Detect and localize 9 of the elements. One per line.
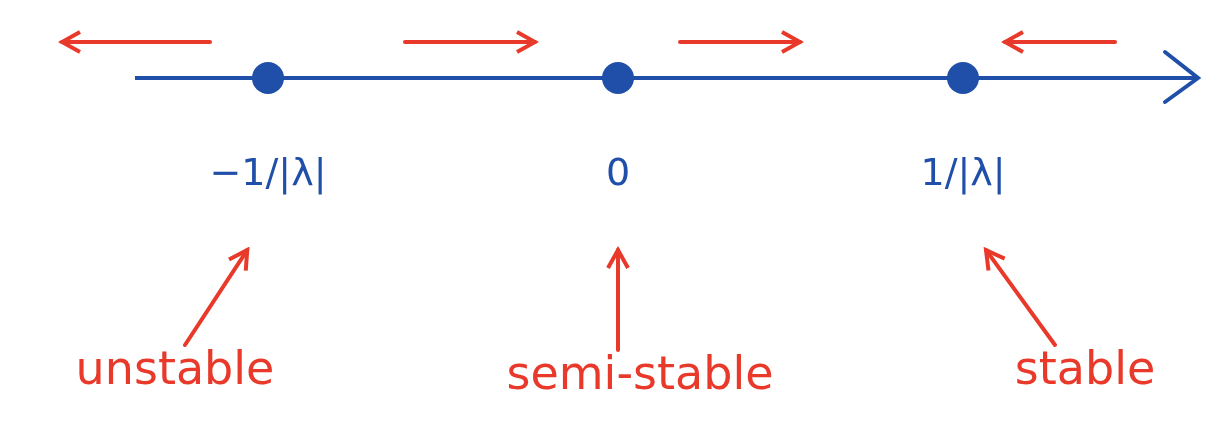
stability-label: semi-stable [506,350,774,396]
point-value: −1/|λ| [209,149,327,197]
leader-arrow [984,248,1057,347]
leader-arrow [183,248,250,347]
leader-arrow [606,248,630,352]
point-value: 0 [605,149,631,196]
point-value: 1/|λ| [920,149,1006,197]
stability-label: unstable [75,345,275,391]
stability-label: stable [1014,345,1156,391]
